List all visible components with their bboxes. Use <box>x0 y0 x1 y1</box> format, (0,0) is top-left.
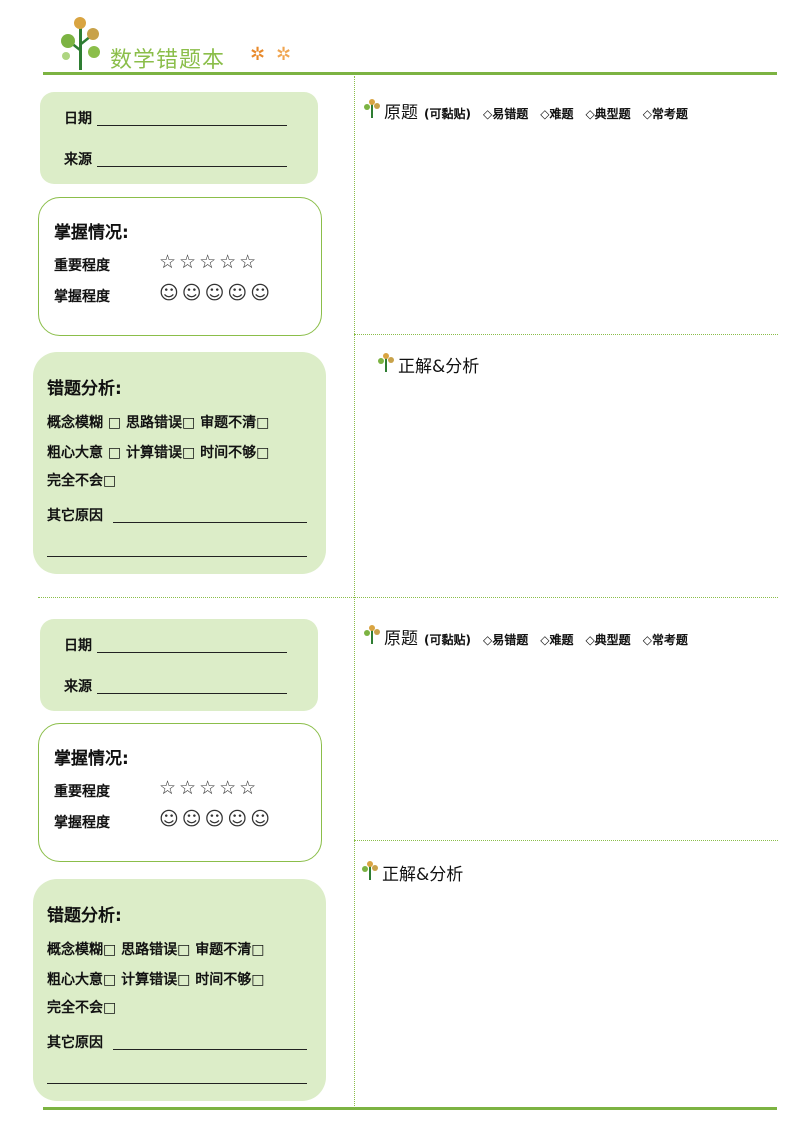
source-field[interactable] <box>97 166 287 167</box>
importance-label: 重要程度 <box>54 258 110 274</box>
analysis-box: 错题分析: 概念模糊 □ 思路错误□ 审题不清□ 粗心大意 □ 计算错误□ 时间… <box>33 352 326 574</box>
mastery-box: 掌握情况: 重要程度 ☆☆☆☆☆ 掌握程度 ☺☺☺☺☺ <box>38 197 322 336</box>
option-easy-wrong[interactable]: ◇易错题 <box>482 107 529 121</box>
analysis-options-row[interactable]: 概念模糊 □ 思路错误□ 审题不清□ <box>47 415 270 431</box>
option-typical[interactable]: ◇典型题 <box>585 633 631 647</box>
sprout-icon <box>378 353 394 372</box>
option-easy-wrong[interactable]: ◇易错题 <box>482 633 529 647</box>
sprout-icon <box>362 861 378 880</box>
option-typical[interactable]: ◇典型题 <box>585 107 631 121</box>
page-title: 数学错题本 <box>110 48 226 73</box>
analysis-options-row[interactable]: 粗心大意 □ 计算错误□ 时间不够□ <box>47 445 270 461</box>
date-field[interactable] <box>97 652 287 653</box>
mastery-box: 掌握情况: 重要程度 ☆☆☆☆☆ 掌握程度 ☺☺☺☺☺ <box>38 723 322 862</box>
mastery-smiley-icons[interactable]: ☺☺☺☺☺ <box>159 282 274 304</box>
mastery-smiley-icons[interactable]: ☺☺☺☺☺ <box>159 808 274 830</box>
source-field[interactable] <box>97 693 287 694</box>
source-label: 来源 <box>64 152 92 168</box>
mastery-label: 掌握程度 <box>54 289 110 305</box>
section-divider <box>354 334 778 335</box>
other-reason-field[interactable] <box>113 522 307 523</box>
paste-note: (可黏贴) <box>424 633 471 647</box>
importance-star-icons[interactable]: ☆☆☆☆☆ <box>159 251 260 273</box>
sprout-icon <box>364 625 380 644</box>
other-reason-label: 其它原因 <box>47 508 103 524</box>
other-reason-label: 其它原因 <box>47 1035 103 1051</box>
analysis-options-row[interactable]: 概念模糊□ 思路错误□ 审题不清□ <box>47 942 265 958</box>
mastery-heading: 掌握情况: <box>54 223 129 243</box>
analysis-options-row[interactable]: 粗心大意□ 计算错误□ 时间不够□ <box>47 972 265 988</box>
date-label: 日期 <box>64 638 92 654</box>
date-source-box: 日期 来源 <box>40 92 318 184</box>
option-hard[interactable]: ◇难题 <box>540 633 574 647</box>
importance-label: 重要程度 <box>54 784 110 800</box>
mastery-heading: 掌握情况: <box>54 749 129 769</box>
sheet-divider <box>38 597 778 598</box>
other-reason-field-2[interactable] <box>47 556 307 557</box>
solution-heading: 正解&分析 <box>378 352 479 377</box>
date-field[interactable] <box>97 125 287 126</box>
original-title: 原题 <box>384 629 418 649</box>
date-source-box: 日期 来源 <box>40 619 318 711</box>
sun-icon: ✲ <box>276 44 292 65</box>
importance-star-icons[interactable]: ☆☆☆☆☆ <box>159 777 260 799</box>
sprout-icon <box>364 99 380 118</box>
paste-note: (可黏贴) <box>424 107 471 121</box>
sun-icon: ✲ <box>250 44 266 65</box>
footer-rule <box>43 1107 777 1110</box>
option-frequent[interactable]: ◇常考题 <box>642 107 688 121</box>
solution-heading: 正解&分析 <box>362 860 463 885</box>
original-question-heading: 原题 (可黏贴) ◇易错题 ◇难题 ◇典型题 ◇常考题 <box>364 624 688 649</box>
header-rule <box>43 72 777 75</box>
analysis-box: 错题分析: 概念模糊□ 思路错误□ 审题不清□ 粗心大意□ 计算错误□ 时间不够… <box>33 879 326 1101</box>
option-frequent[interactable]: ◇常考题 <box>642 633 688 647</box>
analysis-heading: 错题分析: <box>47 906 122 926</box>
solution-title: 正解&分析 <box>398 357 480 377</box>
analysis-options-row[interactable]: 完全不会□ <box>47 1000 117 1016</box>
date-label: 日期 <box>64 111 92 127</box>
column-divider <box>354 76 355 1106</box>
analysis-options-row[interactable]: 完全不会□ <box>47 473 117 489</box>
section-divider <box>354 840 778 841</box>
original-title: 原题 <box>384 103 418 123</box>
option-hard[interactable]: ◇难题 <box>540 107 574 121</box>
source-label: 来源 <box>64 679 92 695</box>
other-reason-field[interactable] <box>113 1049 307 1050</box>
other-reason-field-2[interactable] <box>47 1083 307 1084</box>
analysis-heading: 错题分析: <box>47 379 122 399</box>
solution-title: 正解&分析 <box>382 865 464 885</box>
mastery-label: 掌握程度 <box>54 815 110 831</box>
tree-logo-icon <box>61 17 100 70</box>
original-question-heading: 原题 (可黏贴) ◇易错题 ◇难题 ◇典型题 ◇常考题 <box>364 98 688 123</box>
